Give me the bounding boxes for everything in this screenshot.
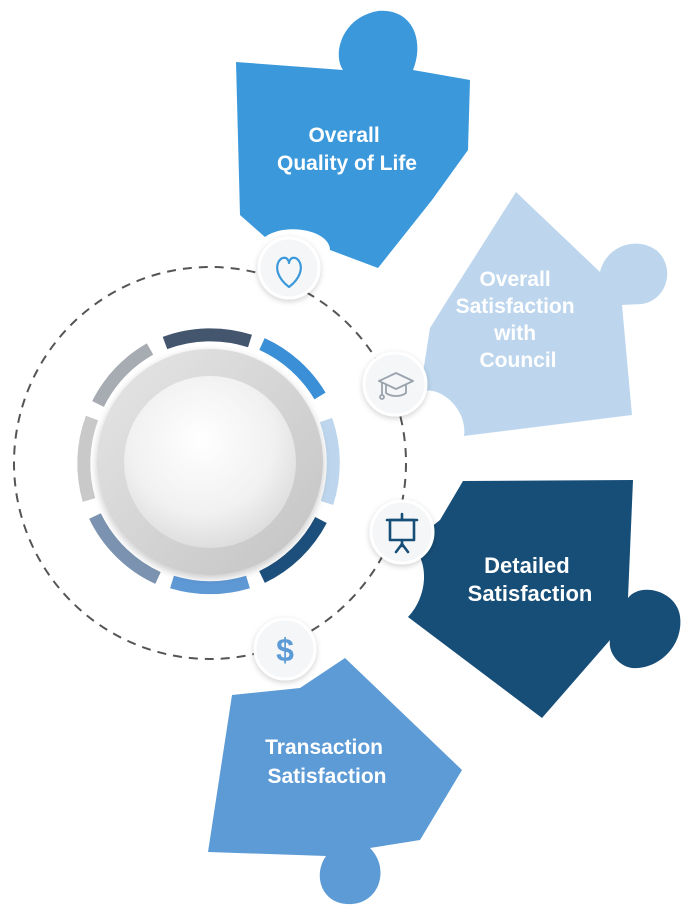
piece-council-label: Overall Satisfaction with Council: [456, 268, 581, 372]
segment-top-left-grey: [92, 343, 154, 408]
piece-transaction-label: Transaction Satisfaction: [265, 736, 389, 788]
heart-icon: [276, 256, 302, 289]
graduation-cap-icon-badge: [362, 351, 428, 417]
board-badge-circle: [369, 499, 435, 565]
piece-council-shape: [420, 192, 668, 436]
center-disc: [97, 349, 323, 575]
heart-icon-badge: [257, 236, 321, 300]
piece-detailed-satisfaction: Detailed Satisfaction: [408, 480, 681, 718]
segment-left-grey: [77, 415, 99, 502]
piece-quality-shape: [236, 10, 470, 268]
dollar-sign-icon: $: [276, 632, 294, 668]
cap-badge-circle: [362, 351, 428, 417]
presentation-board-icon: [385, 512, 419, 554]
graduation-cap-icon: [378, 372, 414, 400]
dashed-guide-ring: [13, 266, 407, 660]
segment-bottom-blue: [170, 575, 250, 595]
segment-right-light: [319, 417, 340, 505]
piece-council-satisfaction: Overall Satisfaction with Council: [420, 192, 668, 436]
dollar-badge-circle: [253, 617, 317, 681]
presentation-board-icon-badge: [369, 499, 435, 565]
heart-badge-circle: [257, 236, 321, 300]
segment-ring: [77, 328, 340, 595]
segment-bottom-right-navy: [259, 516, 327, 583]
segment-top-dark: [162, 328, 252, 350]
segment-bottom-left-steel: [89, 513, 161, 584]
piece-detailed-shape: [408, 480, 681, 718]
piece-transaction-satisfaction: Transaction Satisfaction: [208, 658, 462, 905]
dollar-icon-badge: [253, 617, 317, 681]
piece-transaction-shape: [208, 658, 462, 905]
piece-detailed-label: Detailed Satisfaction: [468, 553, 593, 606]
piece-quality-label: Overall Quality of Life: [277, 124, 417, 175]
center-disc-inner: [124, 376, 296, 548]
piece-quality-of-life: Overall Quality of Life: [236, 10, 470, 268]
segment-top-right-blue: [259, 338, 326, 400]
